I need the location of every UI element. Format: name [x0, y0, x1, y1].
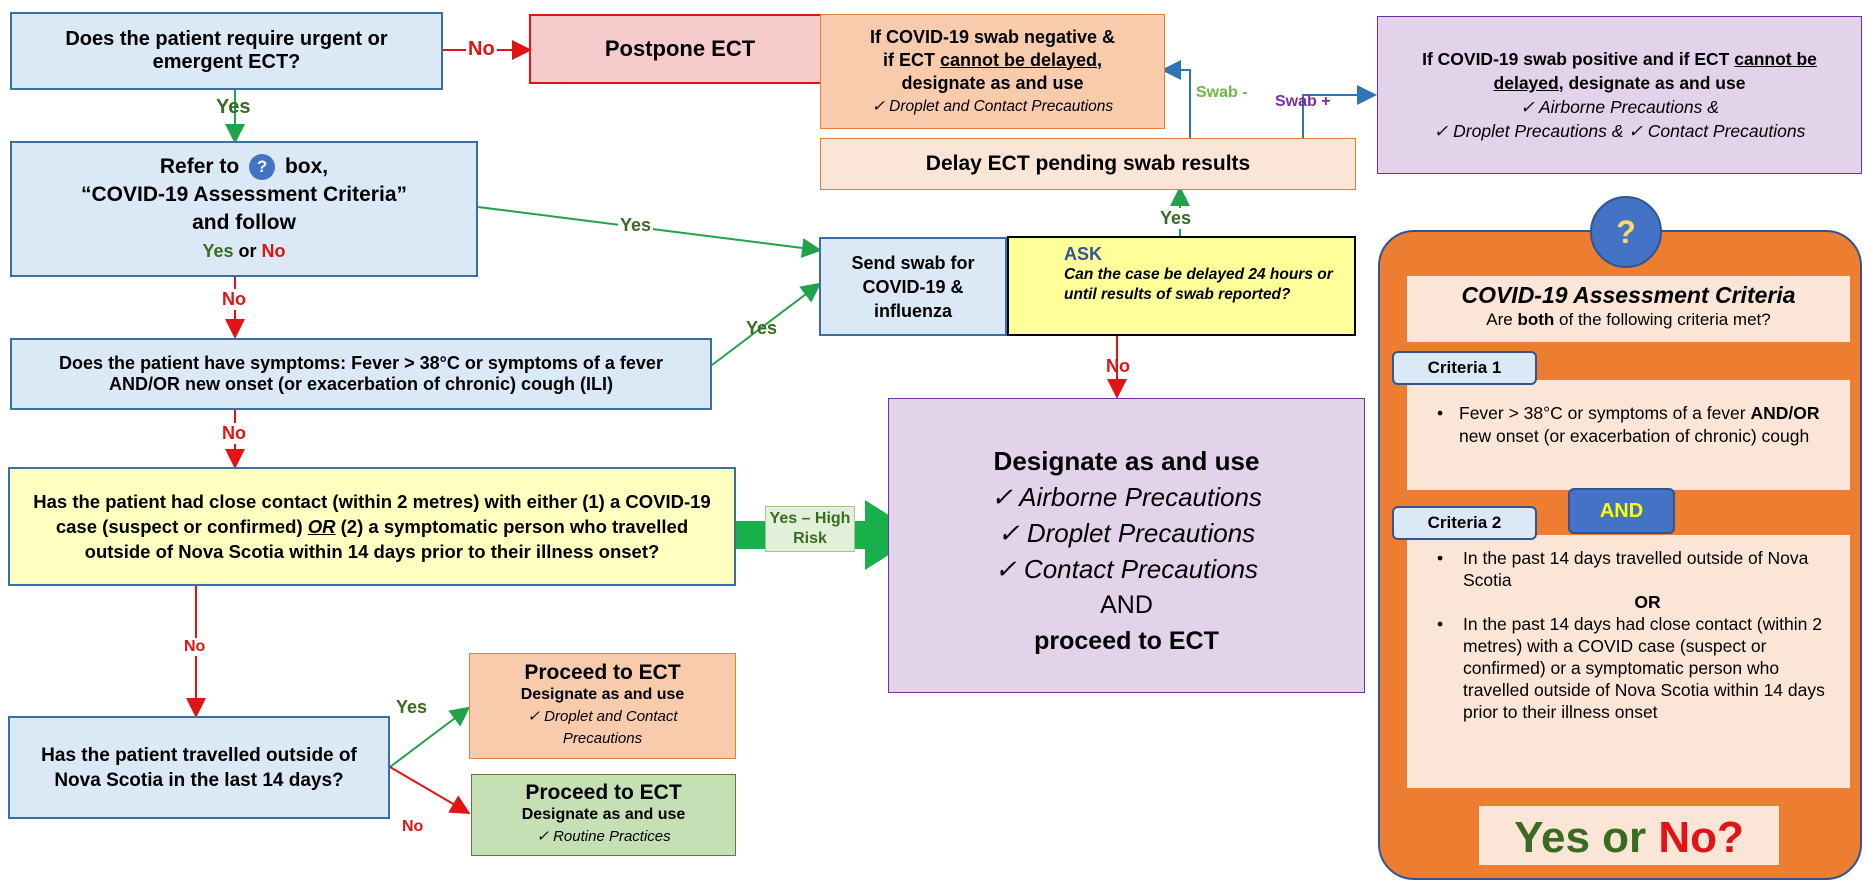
criteria-1-c: new onset (or exacerbation of chronic) c… [1459, 426, 1810, 446]
criteria-title: COVID-19 Assessment Criteria [1461, 282, 1796, 308]
designate-item-droplet: ✓ Droplet Precautions [997, 518, 1256, 548]
criteria-1-body: • Fever > 38°C or symptoms of a fever AN… [1407, 380, 1850, 490]
urgent-ect-question-text: Does the patient require urgent or emerg… [65, 28, 388, 73]
delay-ect-text: Delay ECT pending swab results [925, 152, 1251, 175]
criteria-2-item1: In the past 14 days travelled outside of… [1463, 548, 1809, 590]
question-circle-icon: ? [249, 154, 276, 181]
refer-or: or [238, 241, 257, 261]
proceed-droplet-title: Proceed to ECT [524, 661, 681, 684]
label-no-travel: No [184, 638, 206, 656]
swab-negative-box: If COVID-19 swab negative & if ECT canno… [820, 14, 1165, 129]
swab-pos-item2: ✓ Droplet Precautions & ✓ Contact Precau… [1433, 121, 1806, 141]
criteria-2-item2: In the past 14 days had close contact (w… [1463, 614, 1825, 722]
label-no-contact: No [222, 423, 246, 444]
travel-question: Has the patient travelled outside of Nov… [8, 716, 390, 819]
label-yes-swab-2: Yes [746, 318, 778, 338]
designate-and: AND [1100, 591, 1153, 619]
contact-text-1: Has the patient had close contact (withi… [33, 491, 711, 537]
label-yes-droplet: Yes [396, 697, 428, 717]
close-contact-question: Has the patient had close contact (withi… [8, 467, 736, 586]
proceed-droplet-sub: Designate as and use [520, 686, 685, 703]
swab-neg-line3: designate as and use [901, 72, 1084, 93]
label-no-designate: No [1106, 356, 1130, 376]
criteria-footer: Yes or No? [1479, 806, 1779, 865]
label-no-symptoms: No [222, 289, 246, 310]
criteria-question-mark: ? [1616, 214, 1636, 250]
criteria-1-b: AND/OR [1750, 403, 1820, 423]
urgent-ect-question: Does the patient require urgent or emerg… [10, 12, 443, 90]
swab-positive-box: If COVID-19 swab positive and if ECT can… [1377, 16, 1862, 174]
delay-ect-box: Delay ECT pending swab results [820, 138, 1356, 190]
refer-text-3: and follow [192, 211, 296, 234]
swab-pos-line1u: cannot be delayed [1493, 49, 1817, 93]
criteria-sub-a: Are [1486, 310, 1513, 329]
criteria-1-label: Criteria 1 [1392, 351, 1537, 385]
swab-neg-line2a: if ECT [882, 49, 935, 70]
designate-proceed: proceed to ECT [1034, 627, 1219, 655]
send-swab-box: Send swab for COVID-19 & influenza [819, 237, 1007, 336]
designate-item-airborne: ✓ Airborne Precautions [991, 482, 1262, 512]
footer-or: or [1602, 813, 1647, 862]
criteria-1-a: Fever > 38°C or symptoms of a fever [1459, 403, 1746, 423]
refer-text-1b: box, [284, 155, 329, 178]
criteria-title-box: COVID-19 Assessment Criteria Are both of… [1407, 276, 1850, 342]
criteria-2-label-text: Criteria 2 [1427, 513, 1502, 532]
proceed-droplet-box: Proceed to ECT Designate as and use ✓ Dr… [469, 653, 736, 759]
criteria-2-label: Criteria 2 [1392, 506, 1537, 540]
criteria-and-badge: AND [1568, 488, 1675, 534]
refer-text-1: Refer to [159, 155, 240, 178]
swab-pos-item1: ✓ Airborne Precautions & [1520, 97, 1719, 117]
swab-neg-line1: If COVID-19 swab negative & [869, 26, 1116, 47]
label-yes-refer: Yes [216, 96, 251, 118]
symptoms-question: Does the patient have symptoms: Fever > … [10, 338, 712, 410]
label-swab-minus: Swab - [1196, 84, 1248, 101]
refer-yes: Yes [202, 241, 234, 261]
criteria-sub-b: both [1517, 310, 1555, 329]
send-swab-text: Send swab for COVID-19 & influenza [851, 252, 975, 321]
contact-text-or: OR [307, 516, 336, 537]
criteria-and-text: AND [1599, 500, 1644, 522]
swab-pos-line1b: , designate as and use [1558, 73, 1746, 93]
proceed-routine-sub: Designate as and use [521, 806, 686, 823]
ask-box: ASK Can the case be delayed 24 hours or … [1007, 236, 1356, 336]
criteria-question-icon: ? [1590, 196, 1662, 268]
ask-title: ASK [1064, 244, 1103, 264]
bullet-icon: • [1437, 548, 1444, 568]
designate-item-contact: ✓ Contact Precautions [994, 554, 1259, 584]
postpone-ect-text: Postpone ECT [604, 36, 756, 61]
ask-text: Can the case be delayed 24 hours or unti… [1064, 266, 1333, 303]
refer-criteria-box: Refer to ? box, “COVID-19 Assessment Cri… [10, 141, 478, 277]
designate-box: Designate as and use ✓ Airborne Precauti… [888, 398, 1365, 693]
criteria-sub-c: of the following criteria met? [1559, 310, 1771, 329]
bullet-icon: • [1437, 403, 1444, 423]
label-yes-swab-1: Yes [618, 215, 654, 236]
swab-neg-line2b: , [1097, 49, 1103, 70]
contact-text-2: (2) a symptomatic person who travelled o… [84, 516, 689, 562]
swab-neg-line2u: cannot be delayed [939, 49, 1098, 70]
refer-no: No [261, 241, 286, 261]
criteria-2-or: OR [1634, 592, 1661, 612]
footer-no: No? [1658, 813, 1744, 862]
label-no-postpone: No [466, 38, 497, 61]
postpone-ect-box: Postpone ECT [529, 14, 831, 84]
criteria-1-label-text: Criteria 1 [1427, 358, 1502, 377]
travel-question-text: Has the patient travelled outside of Nov… [41, 744, 357, 791]
label-no-routine: No [402, 818, 424, 835]
label-yes-delay: Yes [1160, 208, 1192, 229]
bullet-icon: • [1437, 614, 1444, 634]
designate-title: Designate as and use [993, 446, 1260, 476]
swab-pos-line1a: If COVID-19 swab positive and if ECT [1422, 49, 1730, 69]
criteria-2-body: • In the past 14 days travelled outside … [1407, 535, 1850, 788]
proceed-droplet-item: ✓ Droplet and Contact Precautions [527, 708, 678, 747]
yes-high-risk-label: Yes – High Risk [765, 506, 855, 552]
footer-yes: Yes [1514, 813, 1590, 862]
proceed-routine-title: Proceed to ECT [525, 781, 682, 804]
proceed-routine-item: ✓ Routine Practices [536, 828, 671, 845]
proceed-routine-box: Proceed to ECT Designate as and use ✓ Ro… [471, 774, 736, 856]
refer-text-2: “COVID-19 Assessment Criteria” [80, 183, 407, 206]
yes-high-risk-text: Yes – High Risk [769, 510, 851, 547]
label-swab-plus: Swab + [1275, 93, 1331, 110]
swab-neg-item: ✓ Droplet and Contact Precautions [871, 97, 1114, 115]
symptoms-question-text: Does the patient have symptoms: Fever > … [59, 353, 663, 394]
